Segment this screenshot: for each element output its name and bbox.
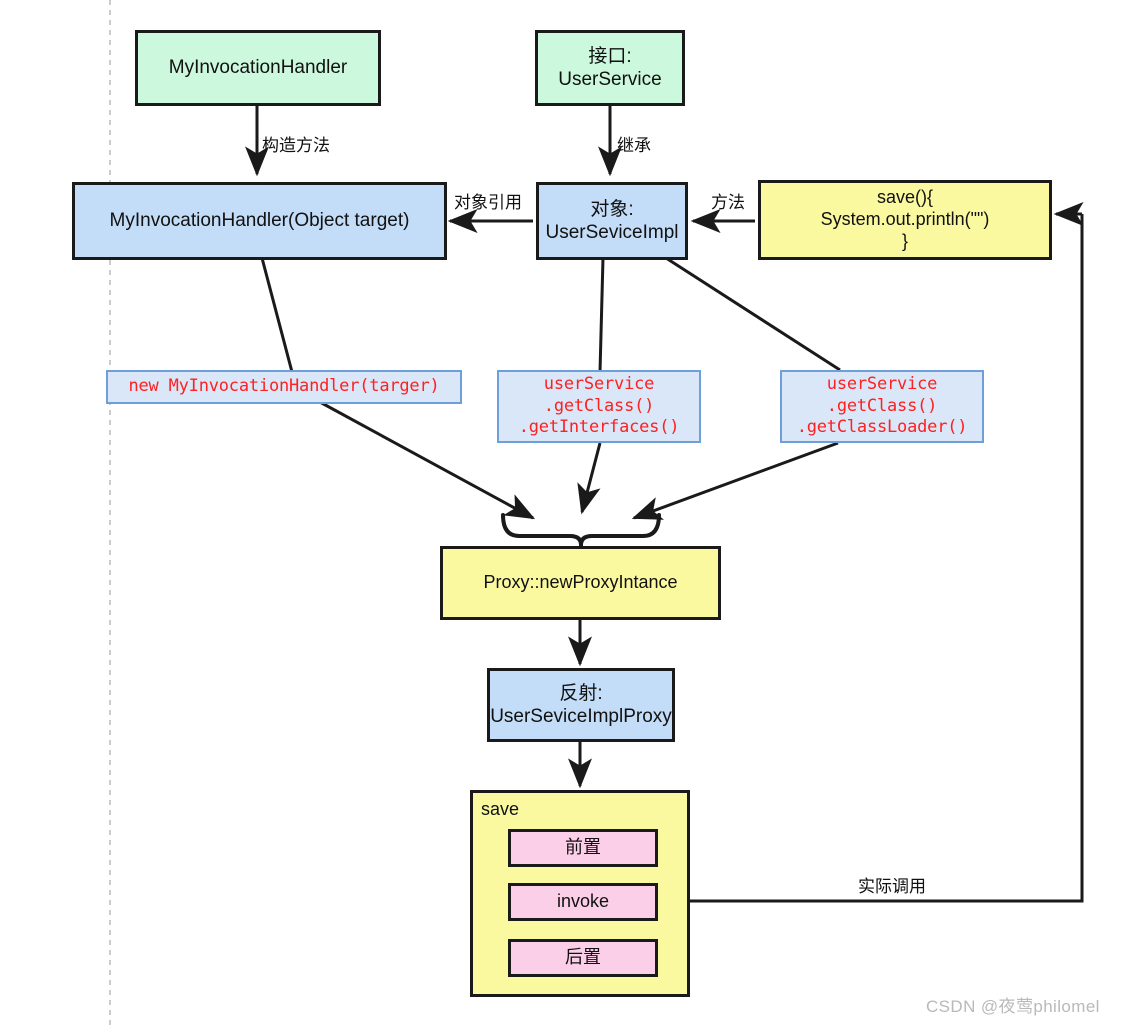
- node-label: save(){ System.out.println("") }: [820, 187, 990, 251]
- node-proxy-new-instance[interactable]: Proxy::newProxyIntance: [440, 546, 721, 620]
- node-save-method[interactable]: save(){ System.out.println("") }: [758, 180, 1052, 260]
- node-code-get-interfaces[interactable]: userService .getClass() .getInterfaces(): [497, 370, 701, 443]
- node-step-invoke[interactable]: invoke: [508, 883, 658, 921]
- node-user-sevice-impl[interactable]: 对象: UserSeviceImpl: [536, 182, 688, 260]
- edge-handler-to-code: [260, 257, 294, 373]
- node-my-invocation-handler[interactable]: MyInvocationHandler: [135, 30, 381, 106]
- edge-label-method: 方法: [711, 193, 745, 212]
- node-label: 前置: [565, 837, 601, 858]
- node-label: MyInvocationHandler(Object target): [109, 210, 410, 232]
- node-label: 反射: UserSeviceImplProxy: [490, 682, 672, 727]
- node-handler-constructor[interactable]: MyInvocationHandler(Object target): [72, 182, 447, 260]
- node-label: 接口: UserService: [558, 45, 662, 90]
- node-label: 后置: [565, 947, 601, 968]
- edge-label-actual-call: 实际调用: [858, 877, 926, 896]
- node-label: userService .getClass() .getClassLoader(…: [796, 374, 968, 438]
- node-reflect-proxy[interactable]: 反射: UserSeviceImplProxy: [487, 668, 675, 742]
- edge-label-object-reference: 对象引用: [454, 193, 522, 212]
- edge-impl-to-classloader: [665, 256, 841, 372]
- node-label: Proxy::newProxyIntance: [483, 572, 678, 593]
- watermark: CSDN @夜莺philomel: [926, 997, 1100, 1016]
- node-save-container[interactable]: save 前置 invoke 后置: [470, 790, 690, 997]
- node-label: new MyInvocationHandler(targer): [128, 376, 440, 397]
- node-label: 对象: UserSeviceImpl: [545, 198, 679, 243]
- node-step-before[interactable]: 前置: [508, 829, 658, 867]
- grouping-brace: [501, 513, 661, 546]
- edge-code2-to-brace: [577, 442, 602, 515]
- node-label: userService .getClass() .getInterfaces(): [518, 374, 680, 438]
- node-code-new-handler[interactable]: new MyInvocationHandler(targer): [106, 370, 462, 404]
- save-container-label: save: [481, 799, 520, 819]
- edge-code3-to-brace: [631, 441, 839, 520]
- edge-label-constructor: 构造方法: [262, 136, 330, 155]
- node-step-after[interactable]: 后置: [508, 939, 658, 977]
- node-user-service-interface[interactable]: 接口: UserService: [535, 30, 685, 106]
- node-label: invoke: [556, 891, 610, 912]
- edge-label-inherit: 继承: [617, 136, 651, 155]
- edge-impl-to-interfaces: [598, 257, 605, 373]
- node-label: MyInvocationHandler: [168, 57, 348, 79]
- node-code-get-classloader[interactable]: userService .getClass() .getClassLoader(…: [780, 370, 984, 443]
